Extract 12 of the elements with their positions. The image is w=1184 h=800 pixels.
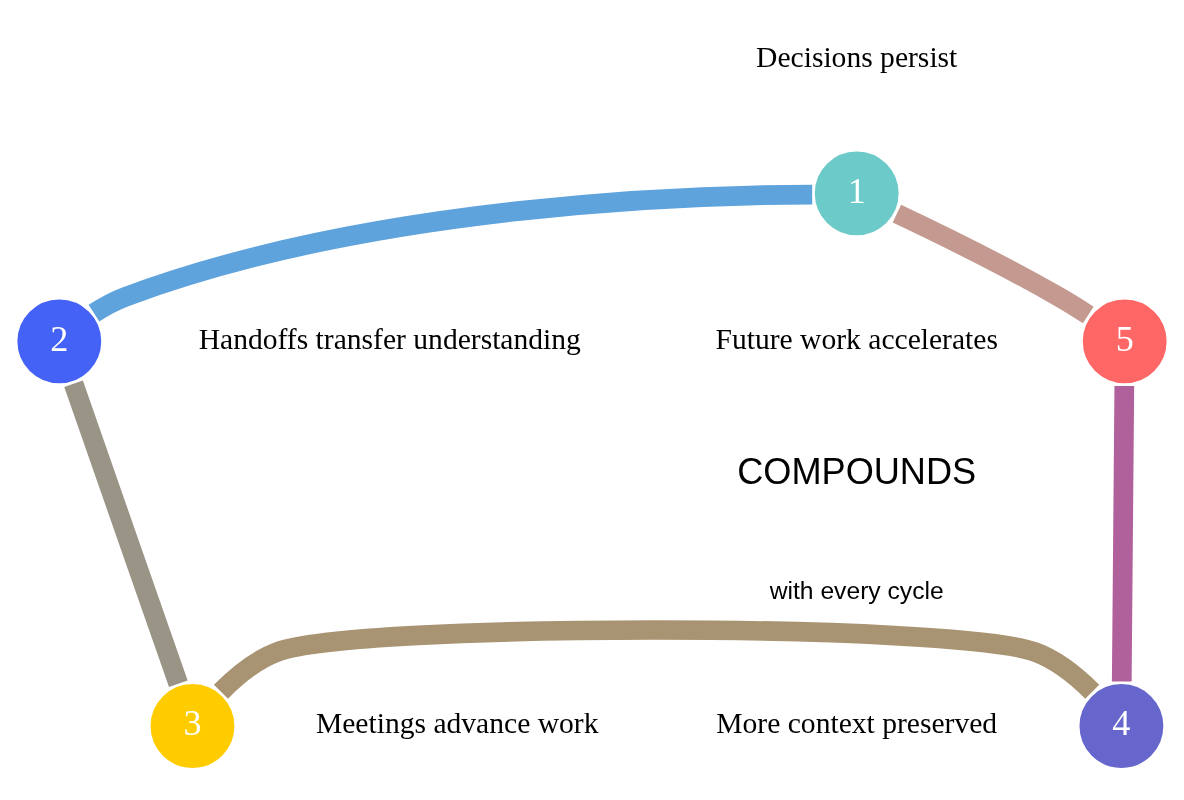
label: COMPOUNDS — [737, 450, 977, 492]
connector — [892, 204, 1094, 323]
connector — [88, 184, 813, 321]
connector — [214, 619, 1100, 699]
node-label: Decisions persist — [756, 40, 958, 73]
node-label: Meetings advance work — [315, 706, 599, 739]
connector — [64, 380, 188, 687]
connector — [1111, 385, 1135, 682]
node-label: Handoffs transfer understanding — [198, 322, 581, 355]
node-label: More context preserved — [716, 706, 998, 739]
label: with every cycle — [769, 576, 944, 604]
node-label: Future work accelerates — [715, 322, 998, 355]
